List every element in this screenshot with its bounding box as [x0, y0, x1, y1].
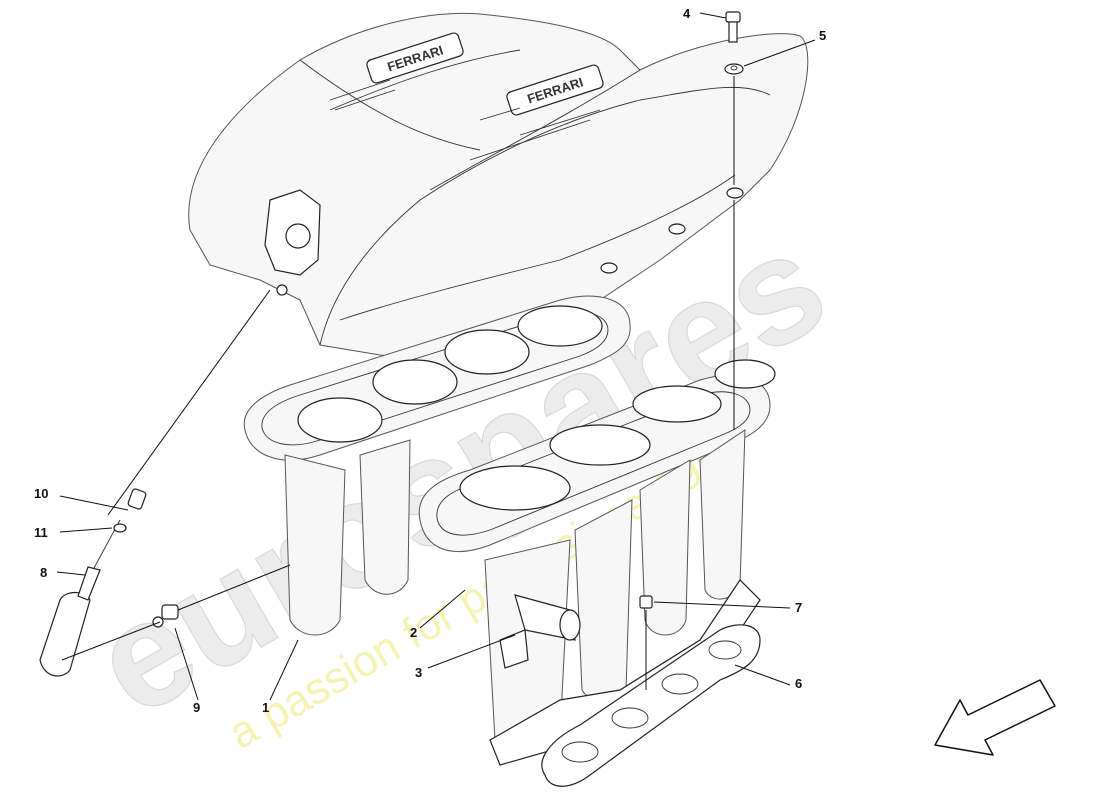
bleed-valve [113, 488, 147, 533]
callout-8[interactable]: 8 [40, 565, 47, 580]
callout-4[interactable]: 4 [683, 6, 691, 21]
intake-manifold-rear [243, 295, 631, 636]
screw [725, 11, 741, 43]
callout-1[interactable]: 1 [262, 700, 269, 715]
intake-manifold-front [418, 359, 776, 766]
callout-2[interactable]: 2 [410, 625, 417, 640]
front-arrow-icon [934, 679, 1056, 756]
callout-7[interactable]: 7 [795, 600, 802, 615]
callout-11[interactable]: 11 [34, 525, 48, 540]
callout-3[interactable]: 3 [415, 665, 422, 680]
fitting [152, 604, 179, 628]
manifold-gasket [541, 624, 761, 787]
callout-9[interactable]: 9 [193, 700, 200, 715]
washer [724, 63, 744, 75]
stud [639, 595, 653, 690]
callout-10[interactable]: 10 [34, 486, 48, 501]
callout-5[interactable]: 5 [819, 28, 826, 43]
callout-6[interactable]: 6 [795, 676, 802, 691]
callouts: 1 2 3 4 5 6 7 8 9 10 11 [34, 6, 826, 715]
